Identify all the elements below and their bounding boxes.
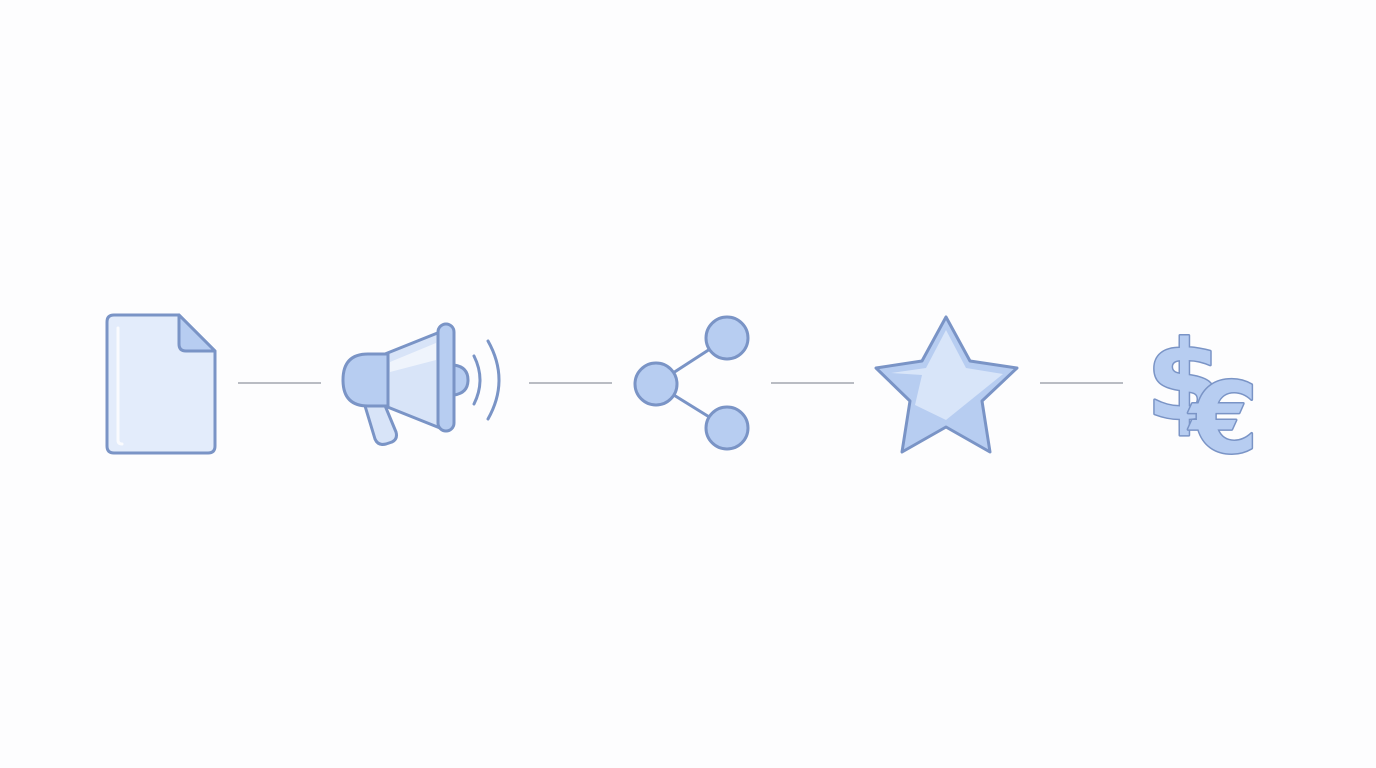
star-icon [874, 315, 1019, 454]
megaphone-icon [341, 322, 501, 446]
document-icon [105, 313, 217, 455]
svg-text:€: € [1188, 362, 1258, 476]
share-icon [633, 315, 750, 451]
currency-icon: $ € [1145, 316, 1260, 478]
svg-text:$: $ [1146, 317, 1223, 445]
